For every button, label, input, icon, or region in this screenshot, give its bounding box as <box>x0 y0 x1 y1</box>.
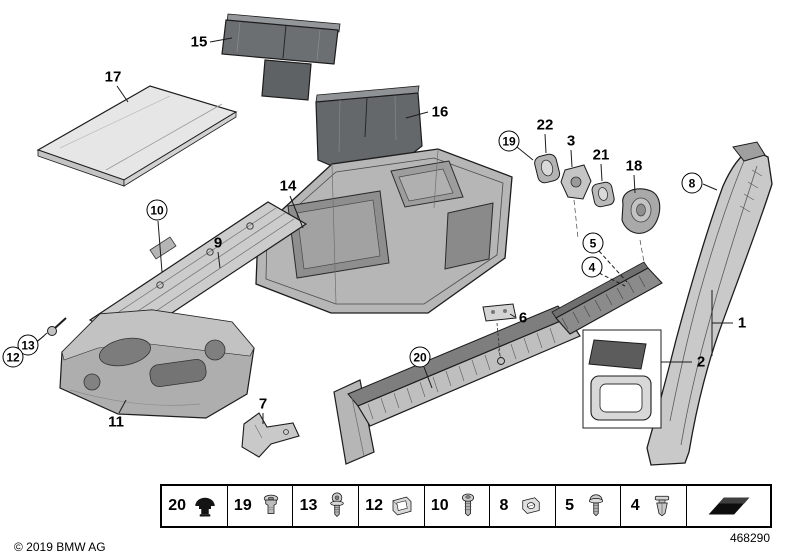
rivet-screw-icon <box>263 494 279 514</box>
callout-3: 3 <box>566 132 576 150</box>
expanding-clip-icon <box>654 495 669 517</box>
part-6-plate <box>482 303 517 365</box>
part-15-foam-divider <box>221 13 341 101</box>
callout-7: 7 <box>258 395 268 413</box>
legend-item-12: 12 <box>359 486 425 526</box>
part-21-cap <box>591 181 615 208</box>
grommet-plug-icon <box>195 497 216 517</box>
legend-number: 20 <box>168 497 187 514</box>
part-14-trunk-floor-tub <box>255 148 513 314</box>
legend-number: 19 <box>233 497 252 514</box>
part-17-floor-panel <box>36 85 238 187</box>
adhesive-foil-icon <box>708 497 749 515</box>
legend-item-13: 13 <box>293 486 359 526</box>
legend-number: 13 <box>299 497 318 514</box>
screw-12-13 <box>47 317 67 336</box>
legend-item-4: 4 <box>621 486 688 526</box>
sill-center-section <box>551 261 663 335</box>
pan-head-screw-icon <box>589 494 604 517</box>
callout-9: 9 <box>213 234 223 252</box>
callout-12: 12 <box>2 346 24 368</box>
callout-21: 21 <box>592 146 610 164</box>
callout-17: 17 <box>104 68 122 86</box>
callout-11: 11 <box>108 413 124 431</box>
callout-6: 6 <box>518 309 528 327</box>
callout-4: 4 <box>581 256 603 278</box>
part-3-bracket <box>560 164 592 200</box>
cage-clip-icon <box>392 496 412 516</box>
callout-13: 13 <box>17 334 39 356</box>
document-number: 468290 <box>729 531 770 545</box>
legend-item-8: 8 <box>490 486 556 526</box>
callout-2: 2 <box>696 353 706 371</box>
legend-item-foil <box>687 486 770 526</box>
fastener-legend: 20 19 13 <box>160 484 772 528</box>
part-1-load-sill-trim <box>646 141 773 466</box>
legend-item-19: 19 <box>228 486 294 526</box>
callout-18: 18 <box>625 157 643 175</box>
part-20-rear-trim-panel <box>333 305 581 465</box>
callout-15: 15 <box>190 33 208 51</box>
callout-10: 10 <box>146 199 168 221</box>
legend-number: 5 <box>565 497 574 514</box>
part-2-inset-detail <box>582 329 662 429</box>
legend-item-20: 20 <box>162 486 228 526</box>
part-22-cover-cap <box>534 153 561 184</box>
legend-item-10: 10 <box>425 486 491 526</box>
callout-5: 5 <box>582 232 604 254</box>
legend-number: 4 <box>630 497 640 514</box>
legend-number: 10 <box>430 497 449 514</box>
part-7-bracket <box>241 412 300 458</box>
callout-8: 8 <box>681 172 703 194</box>
hex-screw-icon <box>329 492 344 518</box>
spring-nut-clip-icon <box>521 497 540 514</box>
callout-1: 1 <box>737 314 747 332</box>
legend-number: 8 <box>499 497 509 514</box>
copyright-text: © 2019 BMW AG <box>14 540 106 554</box>
part-11-tool-tray-foam <box>59 309 255 419</box>
torx-screw-icon <box>461 493 474 517</box>
callout-16: 16 <box>431 103 449 121</box>
legend-item-5: 5 <box>556 486 622 526</box>
callout-19: 19 <box>498 130 520 152</box>
part-18-grommet-cover <box>573 188 661 263</box>
legend-number: 12 <box>365 497 383 514</box>
callout-14: 14 <box>279 177 297 195</box>
callout-22: 22 <box>536 116 554 134</box>
callout-20: 20 <box>409 346 431 368</box>
